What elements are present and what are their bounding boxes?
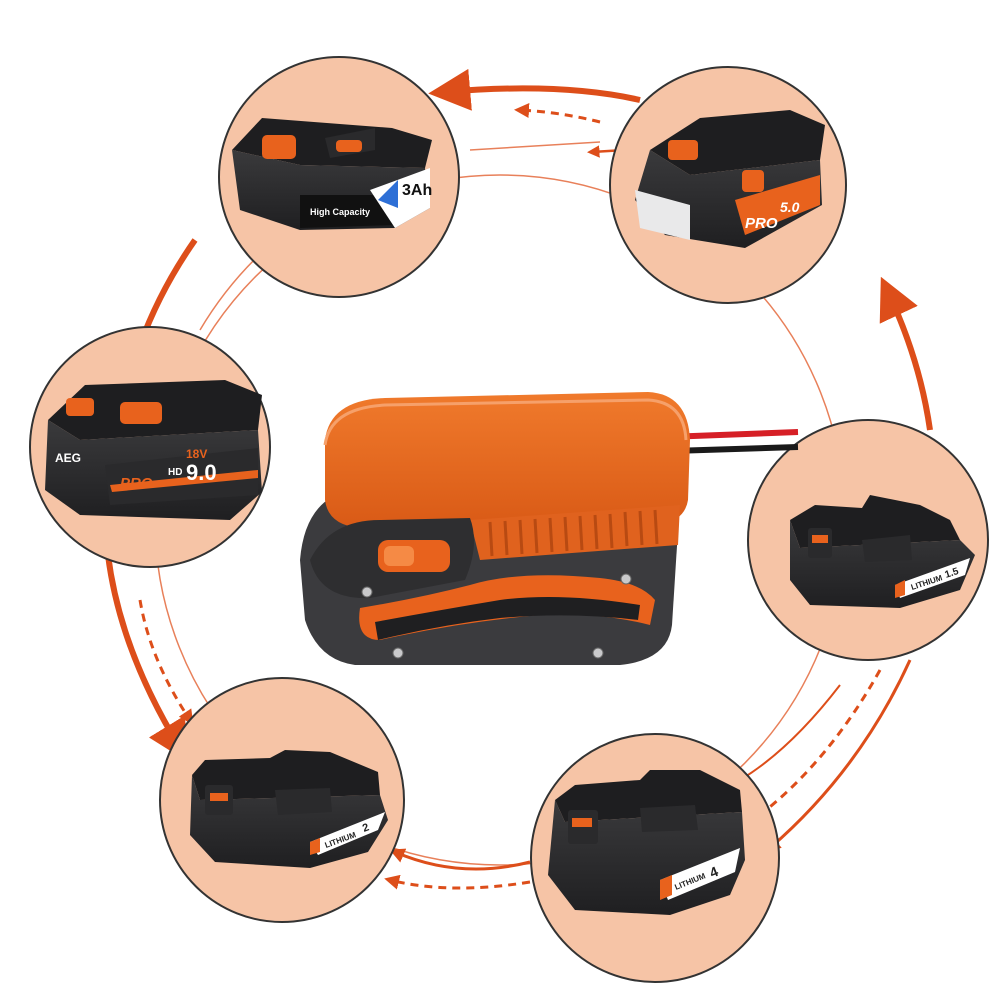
battery-aeg-capacity: 9.0 (186, 460, 217, 485)
battery-pro-capacity: 5.0 (780, 199, 800, 215)
battery-circle-top-right: PRO 5.0 (609, 66, 847, 304)
battery-circle-bottom-left: LITHIUM 2 (159, 677, 405, 923)
battery-2ah-capacity: 2 (361, 821, 371, 834)
battery-pro-5ah-icon: PRO 5.0 (635, 110, 825, 248)
battery-3ah-icon: High Capacity 3Ah (232, 118, 432, 230)
power-wheel-adapter-icon (300, 392, 799, 665)
battery-pro-label: PRO (745, 215, 778, 232)
cycle-arrows (105, 68, 933, 890)
battery-circle-right: LITHIUM 1.5 (747, 419, 989, 661)
arrow-bottom-right-thin (736, 684, 841, 783)
battery-aeg-series: PRO (120, 475, 153, 492)
battery-3ah-capacity: 3Ah (402, 182, 432, 199)
arrow-top-dashed (514, 102, 601, 124)
battery-aeg-voltage: 18V (186, 447, 207, 461)
adapter-screws (361, 573, 632, 659)
battery-1-5ah-capacity: 1.5 (944, 566, 961, 581)
arrow-left-down-solid (105, 554, 189, 763)
adapter-ribs (488, 509, 659, 557)
arrow-top-solid (428, 68, 641, 111)
arrow-bottom-dashed (384, 874, 531, 890)
battery-circle-top-left: High Capacity 3Ah (218, 56, 460, 298)
battery-1-5ah-icon: LITHIUM 1.5 (790, 495, 975, 608)
battery-aeg-9ah-icon: AEG 18V PRO HD 9.0 (45, 380, 262, 520)
battery-3ah-label: High Capacity (310, 207, 370, 217)
battery-aeg-sub: HD (168, 467, 182, 478)
arrow-bottom-solid (389, 848, 531, 871)
battery-4ah-icon: LITHIUM 4 (548, 770, 745, 915)
arrow-bottom-right-dashed (755, 669, 882, 819)
arrow-bottom-right-solid (765, 659, 912, 852)
arrow-right-up-solid (879, 276, 933, 431)
battery-2ah-icon: LITHIUM 2 (190, 750, 388, 868)
battery-circle-left: AEG 18V PRO HD 9.0 (29, 326, 271, 568)
battery-aeg-brand: AEG (55, 451, 81, 465)
battery-circle-bottom-right: LITHIUM 4 (530, 733, 780, 983)
arrow-left-down-dashed (138, 599, 194, 725)
